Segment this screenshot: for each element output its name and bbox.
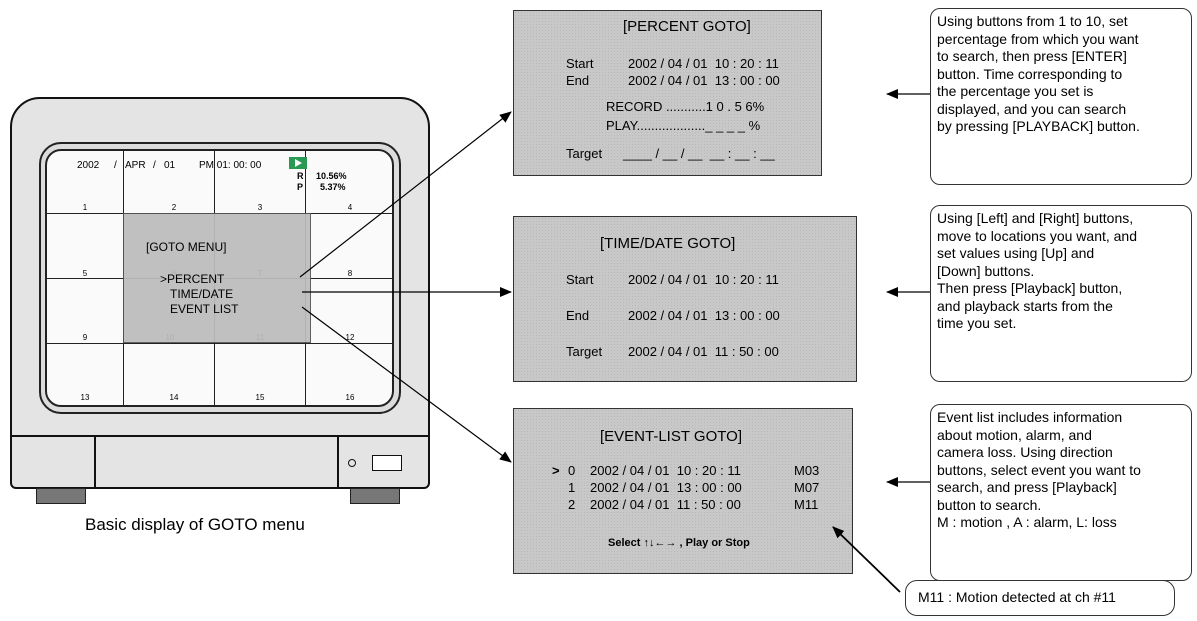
note-line: button. Time corresponding to	[937, 66, 1185, 84]
monitor-base	[10, 435, 430, 489]
power-button[interactable]	[372, 455, 402, 471]
note-line: buttons, select event you want to	[937, 462, 1185, 480]
note-line: Using buttons from 1 to 10, set	[937, 13, 1185, 31]
m11-note: M11 : Motion detected at ch #11	[905, 580, 1175, 616]
grid-line-h3	[47, 343, 392, 344]
cell-number: 15	[250, 393, 270, 402]
percent-end-label: End	[566, 73, 589, 88]
status-time: PM 01: 00: 00	[199, 160, 261, 171]
cell-number: 13	[75, 393, 95, 402]
note-line: the percentage you set is	[937, 83, 1185, 101]
goto-menu-item-event-list[interactable]: EVENT LIST	[170, 302, 238, 316]
status-year: 2002	[77, 160, 99, 171]
cell-number: 4	[340, 203, 360, 212]
percent-goto-title: [PERCENT GOTO]	[623, 18, 751, 35]
note-line: [Down] buttons.	[937, 263, 1185, 281]
status-slash-1: /	[114, 160, 117, 171]
note-line: camera loss. Using direction	[937, 444, 1185, 462]
cell-number: 12	[340, 333, 360, 342]
percent-record-line: RECORD ...........1 0 . 5 6%	[606, 99, 764, 114]
note-line: Event list includes information	[937, 409, 1185, 427]
cell-number: 9	[75, 333, 95, 342]
note-line: M : motion , A : alarm, L: loss	[937, 514, 1185, 532]
event-index: 2	[568, 497, 575, 512]
event-code: M11	[794, 497, 818, 512]
status-slash-2: /	[153, 160, 156, 171]
time-date-start-value: 2002 / 04 / 01 10 : 20 : 11	[628, 272, 779, 287]
note-line: search, and press [Playback]	[937, 479, 1185, 497]
m11-note-text: M11 : Motion detected at ch #11	[918, 589, 1162, 607]
event-code: M07	[794, 480, 819, 495]
event-datetime[interactable]: 2002 / 04 / 01 10 : 20 : 11	[590, 463, 741, 478]
record-percent: 10.56%	[316, 171, 347, 181]
status-day: 01	[164, 160, 175, 171]
figure-caption: Basic display of GOTO menu	[85, 515, 305, 535]
note-line: button to search.	[937, 497, 1185, 515]
event-list-goto-title: [EVENT-LIST GOTO]	[600, 428, 742, 445]
cell-number: 14	[164, 393, 184, 402]
power-led-icon	[348, 459, 356, 467]
percent-start-value: 2002 / 04 / 01 10 : 20 : 11	[628, 56, 779, 71]
time-date-goto-title: [TIME/DATE GOTO]	[600, 235, 735, 252]
note-line: move to locations you want, and	[937, 228, 1185, 246]
event-selection-marker: >	[552, 463, 560, 478]
percent-play-line: PLAY..................._ _ _ _ %	[606, 118, 760, 133]
goto-menu-title: [GOTO MENU]	[146, 240, 226, 254]
note-line: and playback starts from the	[937, 298, 1185, 316]
base-divider-right	[337, 435, 339, 489]
time-date-target-label: Target	[566, 344, 602, 359]
event-list-goto-note: Event list includes information about mo…	[930, 404, 1192, 581]
percent-start-label: Start	[566, 56, 593, 71]
goto-menu-item-percent[interactable]: >PERCENT	[160, 272, 224, 286]
event-datetime[interactable]: 2002 / 04 / 01 11 : 50 : 00	[590, 497, 741, 512]
monitor-foot-right	[350, 488, 400, 504]
note-line: to search, then press [ENTER]	[937, 48, 1185, 66]
note-line: percentage from which you want	[937, 31, 1185, 49]
time-date-target-field[interactable]: 2002 / 04 / 01 11 : 50 : 00	[628, 344, 779, 359]
status-month: APR	[125, 160, 146, 171]
note-line: by pressing [PLAYBACK] button.	[937, 118, 1185, 136]
goto-menu-item-time-date[interactable]: TIME/DATE	[170, 287, 233, 301]
percent-target-field[interactable]: ____ / __ / __ __ : __ : __	[623, 146, 775, 161]
cell-number: 16	[340, 393, 360, 402]
monitor-foot-left	[36, 488, 86, 504]
event-datetime[interactable]: 2002 / 04 / 01 13 : 00 : 00	[590, 480, 742, 495]
cell-number: 5	[75, 269, 95, 278]
event-index: 1	[568, 480, 575, 495]
percent-goto-note: Using buttons from 1 to 10, set percenta…	[930, 8, 1192, 185]
note-line: displayed, and you can search	[937, 101, 1185, 119]
event-code: M03	[794, 463, 819, 478]
note-line: about motion, alarm, and	[937, 427, 1185, 445]
play-label: P	[297, 182, 303, 192]
percent-target-label: Target	[566, 146, 602, 161]
note-line: Then press [Playback] button,	[937, 280, 1185, 298]
time-date-start-label: Start	[566, 272, 593, 287]
note-line: set values using [Up] and	[937, 245, 1185, 263]
note-line: Using [Left] and [Right] buttons,	[937, 210, 1185, 228]
event-index: 0	[568, 463, 575, 478]
time-date-end-value: 2002 / 04 / 01 13 : 00 : 00	[628, 308, 780, 323]
play-percent: 5.37%	[320, 182, 346, 192]
percent-end-value: 2002 / 04 / 01 13 : 00 : 00	[628, 73, 780, 88]
cell-number: 1	[75, 203, 95, 212]
cell-number: 2	[164, 203, 184, 212]
play-indicator-icon	[289, 157, 307, 169]
base-divider-left	[94, 435, 96, 489]
time-date-end-label: End	[566, 308, 589, 323]
note-line: time you set.	[937, 315, 1185, 333]
record-label: R	[297, 171, 304, 181]
event-list-hint: Select ↑↓←→ , Play or Stop	[608, 537, 750, 549]
cell-number: 8	[340, 269, 360, 278]
time-date-goto-note: Using [Left] and [Right] buttons, move t…	[930, 205, 1192, 382]
cell-number: 3	[250, 203, 270, 212]
